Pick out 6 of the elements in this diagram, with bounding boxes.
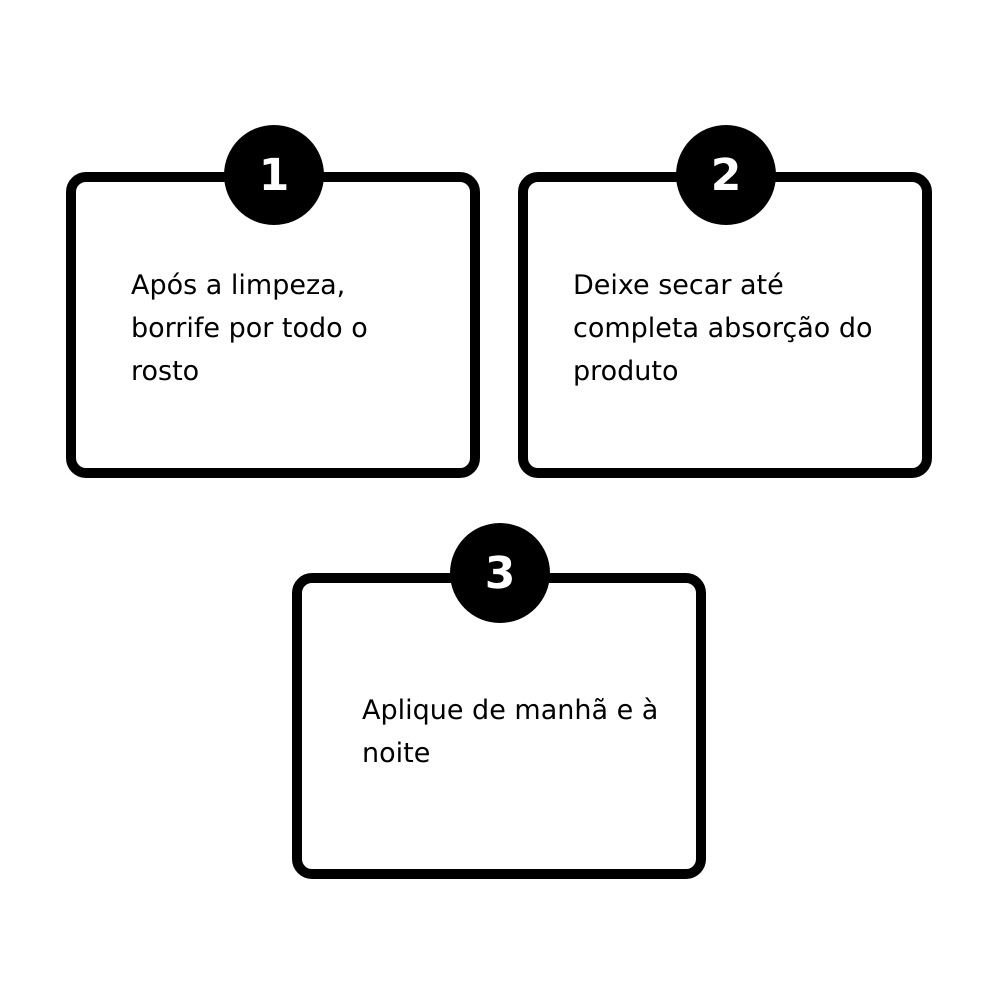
step-text: Aplique de manhã e à noite xyxy=(362,694,660,771)
step-number-badge: 2 xyxy=(676,125,776,225)
step-text: Deixe secar até completa absorção do produto xyxy=(573,269,874,389)
step-number-badge: 3 xyxy=(450,523,550,623)
step-number-badge: 1 xyxy=(224,125,324,225)
step-text: Após a limpeza, borrife por todo o rosto xyxy=(131,269,369,389)
